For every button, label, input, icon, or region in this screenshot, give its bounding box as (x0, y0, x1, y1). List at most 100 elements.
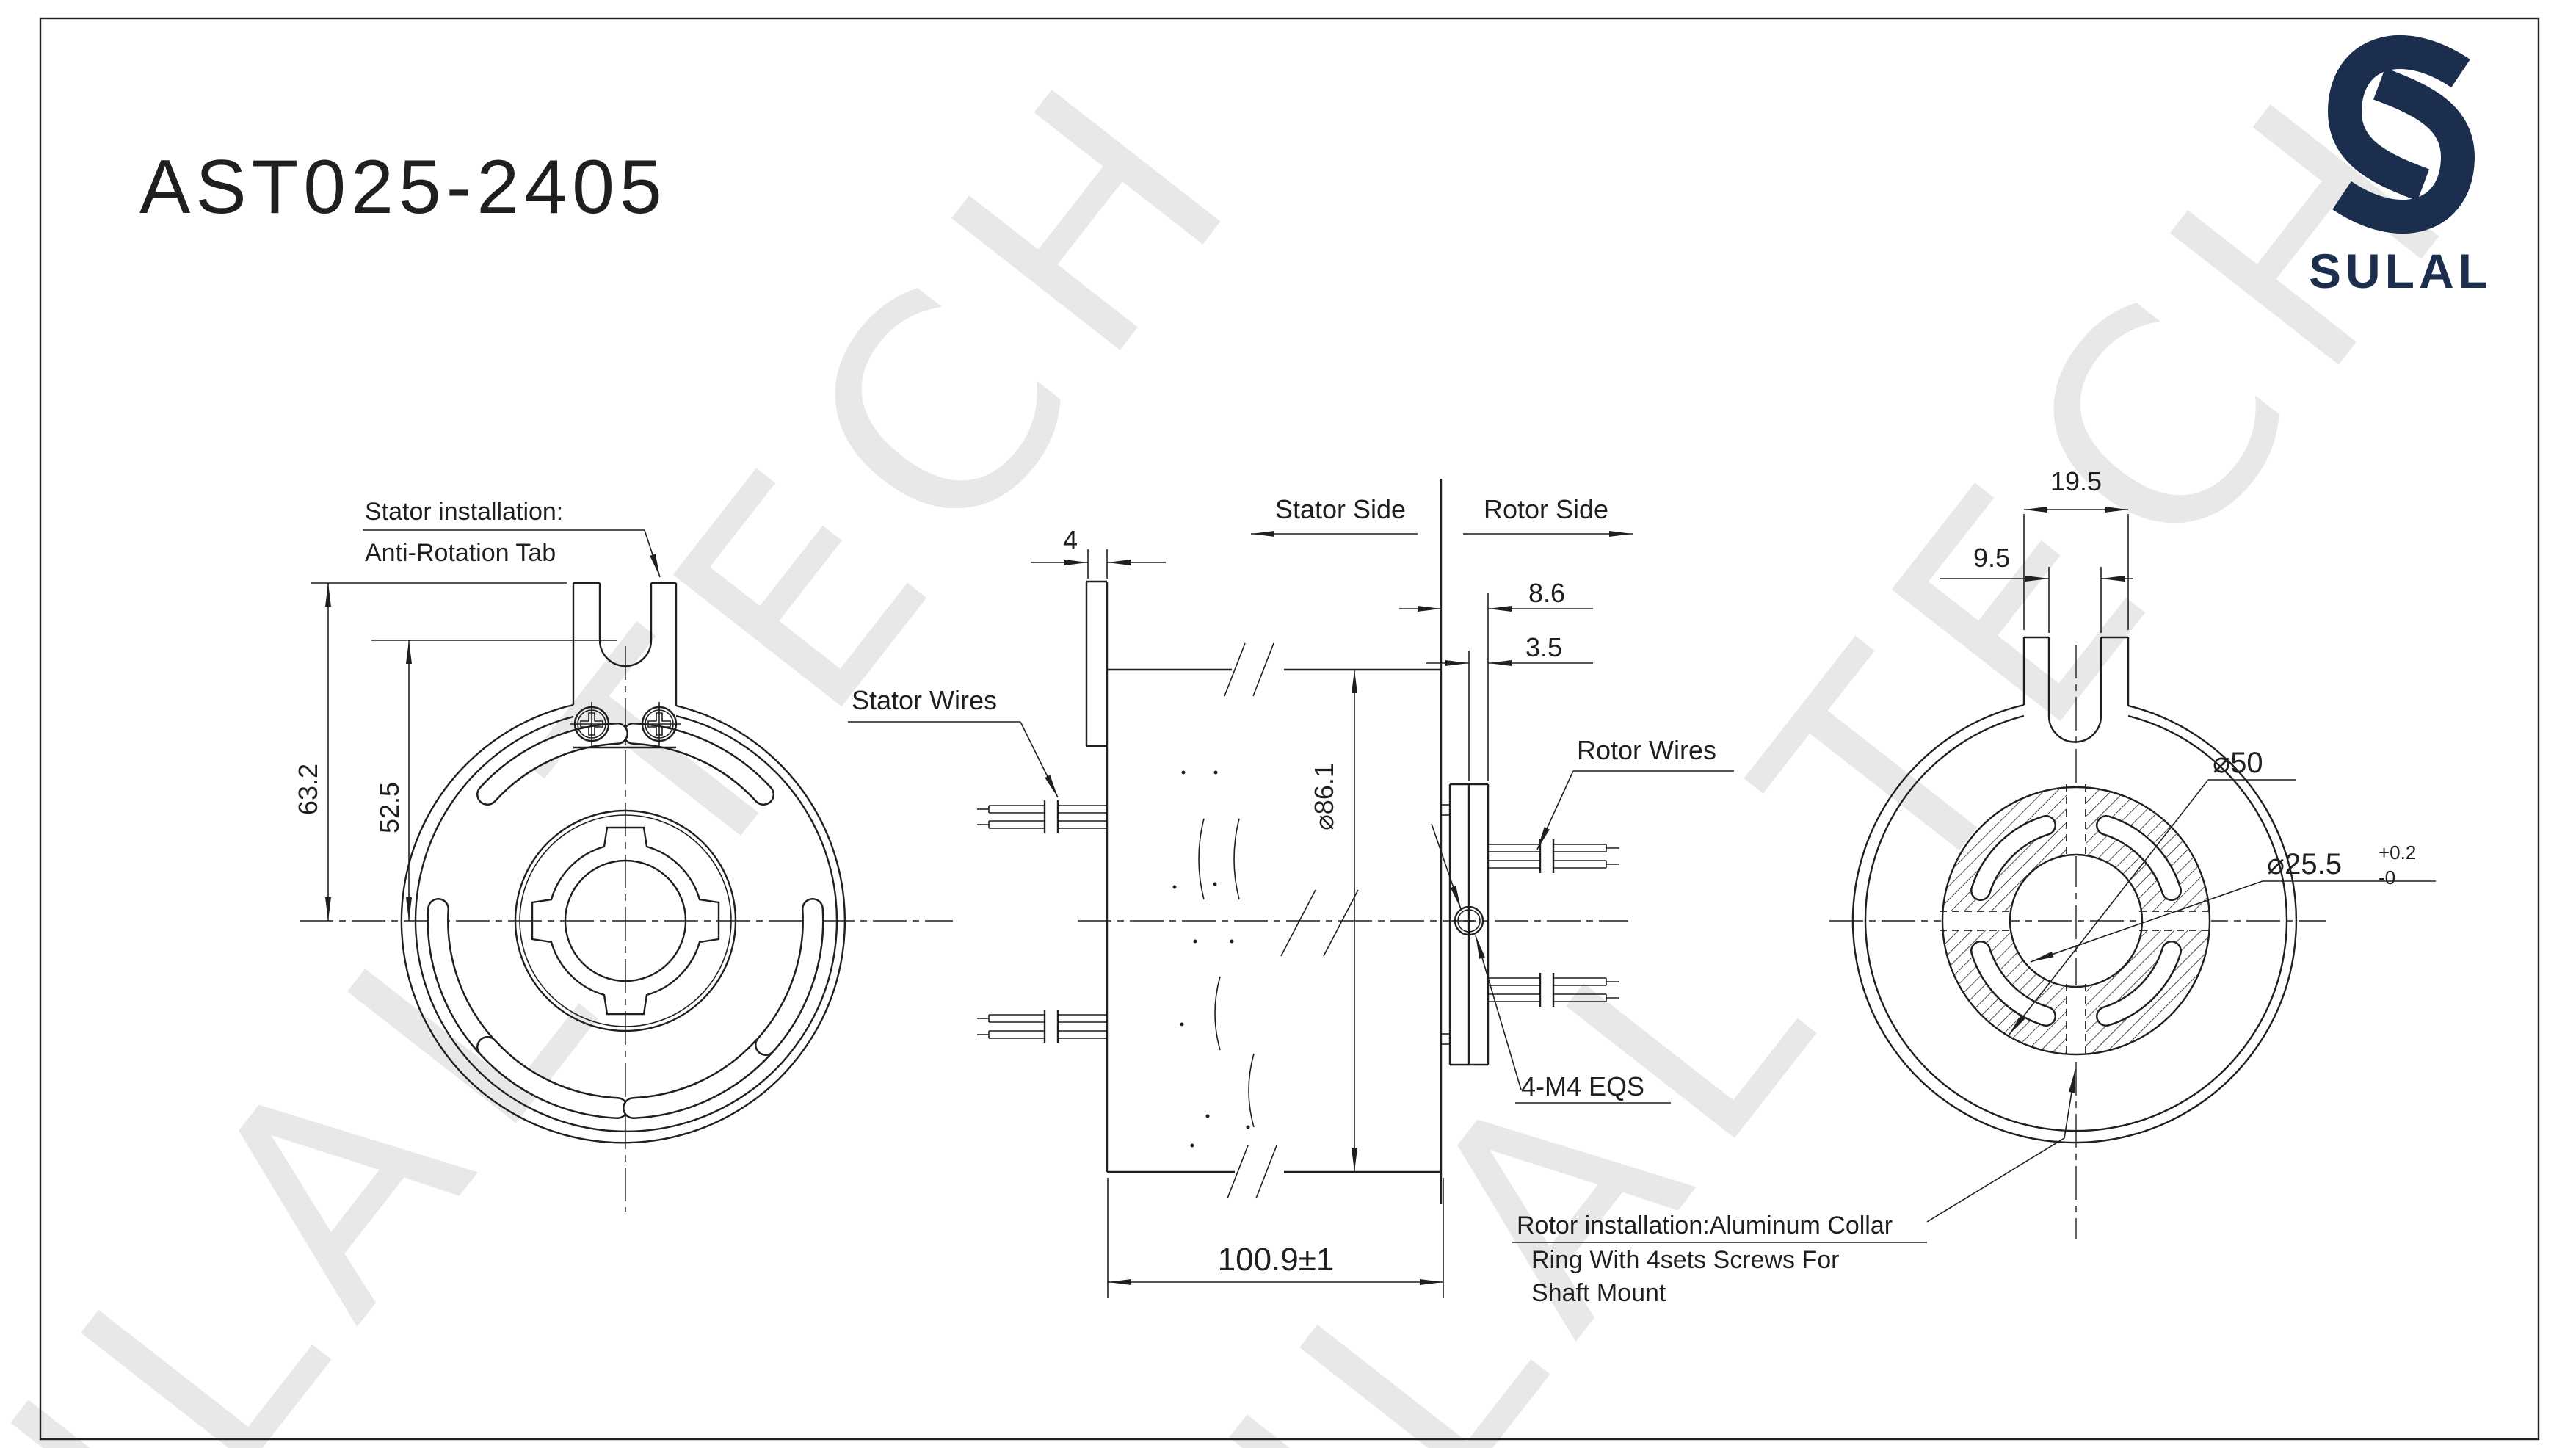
dim-100-9: 100.9±1 (1107, 1178, 1444, 1298)
rotor-wires-label: Rotor Wires (1536, 735, 1734, 850)
back-view: 19.5 9.5 ⌀50 ⌀25.5 +0.2 -0 Rotor install… (1512, 466, 2436, 1307)
side-view: Stator Wires Rotor Wires (848, 479, 1734, 1298)
phillips-icon (580, 712, 603, 736)
drawing-line (1020, 721, 1059, 798)
dim-9-5: 9.5 (1940, 543, 2133, 633)
drawing-line (2097, 942, 2180, 1025)
drawing-line (1193, 939, 1197, 944)
dim-19-5: 19.5 (2023, 466, 2129, 630)
drawing-line (756, 899, 822, 1054)
drawing-line (1224, 642, 1246, 697)
drawing-line (1280, 889, 1316, 957)
drawing-text: 52.5 (374, 782, 404, 833)
drawing-text: Stator installation: (365, 498, 563, 526)
drawing-line (1227, 1145, 1249, 1199)
dim-3-5: 3.5 (1426, 632, 1593, 781)
company-logo: SULAL (2309, 35, 2492, 298)
drawing-line (1233, 818, 1240, 900)
drawing-line (1180, 1022, 1184, 1027)
drawing-text: Stator Side (1275, 494, 1406, 524)
drawing-text: 100.9±1 (1218, 1242, 1335, 1278)
drawing-line (1213, 882, 1217, 886)
bore-circle (2009, 853, 2144, 988)
drawing-text: 8.6 (1528, 578, 1565, 608)
drawing-line (1941, 911, 2011, 930)
drawing-text: Rotor installation:Aluminum Collar (1517, 1212, 1893, 1239)
drawing-text: 19.5 (2050, 466, 2102, 496)
drawing-text: Ring With 4sets Screws For (1531, 1246, 1839, 1274)
hub-outer-circle (514, 809, 737, 1032)
drawing-line (1431, 823, 1462, 910)
break-dots (1172, 770, 1250, 1148)
anti-rotation-tab-back (2022, 636, 2130, 743)
stator-inner-circle (414, 714, 838, 1133)
drawing-text: Rotor Wires (1577, 735, 1716, 765)
hub-inner-circle (519, 814, 732, 1027)
dim-collar-od: ⌀50 (2008, 747, 2296, 1036)
drawing-text: 63.2 (293, 764, 323, 815)
drawing-line (2008, 779, 2209, 1036)
logo-s-icon (2328, 35, 2470, 201)
drawing-line (1454, 905, 1484, 936)
stator-outer-circle (400, 703, 846, 1144)
set-screw-channels (1940, 784, 2213, 1057)
drawing-line (644, 529, 661, 578)
logo-s-icon (2332, 68, 2475, 234)
stator-body (1106, 582, 1441, 1199)
drawing-line (1230, 939, 1234, 944)
drawing-line (2097, 817, 2180, 899)
rotor-side-label: Rotor Side (1463, 494, 1633, 537)
drawing-line (2141, 911, 2211, 930)
stator-side-label: Stator Side (1251, 494, 1418, 537)
drawing-text: Stator Wires (852, 685, 997, 715)
collar-slots (1970, 815, 2182, 1027)
collar-od-circle (1941, 786, 2211, 1056)
rotor-view-inner-circle (1864, 714, 2288, 1132)
drawing-line (1190, 1143, 1194, 1148)
set-screw-callout: 4-M4 EQS (1431, 823, 1671, 1104)
logo-wordmark: SULAL (2309, 244, 2492, 298)
rotor-wires (1488, 839, 1619, 1007)
drawing-line (2067, 985, 2086, 1056)
drawing-line (429, 899, 495, 1054)
phillips-icon (647, 712, 671, 736)
drawing-line (1457, 909, 1481, 933)
drawing-text: +0.2 (2379, 841, 2416, 864)
drawing-text: ⌀86.1 (1309, 763, 1339, 830)
drawing-line (478, 1038, 627, 1118)
drawing-border (39, 17, 2540, 1441)
drawing-line (1972, 942, 2055, 1025)
drawing-line (624, 1038, 773, 1118)
drawing-line (1205, 1114, 1210, 1118)
rotor-installation-callout: Rotor installation:Aluminum Collar Ring … (1512, 1068, 2076, 1307)
dim-86-1: ⌀86.1 (1309, 670, 1357, 1172)
front-view: 63.2 52.5 Stator installation: Anti-Rota… (293, 498, 953, 1212)
stator-wires (977, 800, 1107, 1043)
drawing-line (1323, 889, 1359, 957)
stator-installation-callout: Stator installation: Anti-Rotation Tab (363, 498, 661, 578)
set-screw (1454, 905, 1484, 936)
tab-screw (637, 702, 681, 746)
drawing-line (1255, 1145, 1277, 1199)
dim-52-5: 52.5 (371, 640, 617, 921)
drawing-line (1248, 1053, 1255, 1128)
dim-bore: ⌀25.5 +0.2 -0 (2030, 841, 2436, 963)
drawing-line (1246, 1125, 1250, 1129)
drawing-line (1536, 770, 1574, 850)
drawing-line (1926, 1068, 2076, 1223)
drawing-text: Rotor Side (1484, 494, 1608, 524)
drawing-text: ⌀50 (2213, 747, 2263, 779)
drawing-line (1213, 770, 1218, 775)
dim-flange-4: 4 (1031, 525, 1166, 579)
drawing-text: 3.5 (1525, 632, 1562, 662)
drawing-text: 4-M4 EQS (1521, 1071, 1644, 1101)
drawing-title: AST025-2405 (139, 145, 667, 230)
bore-circle (564, 859, 687, 982)
drawing-text: ⌀25.5 (2267, 848, 2342, 880)
dim-63-2: 63.2 (293, 582, 567, 921)
tab-u-slot (598, 583, 653, 667)
drawing-text: 9.5 (1973, 543, 2010, 573)
dim-8-6: 8.6 (1399, 578, 1593, 781)
